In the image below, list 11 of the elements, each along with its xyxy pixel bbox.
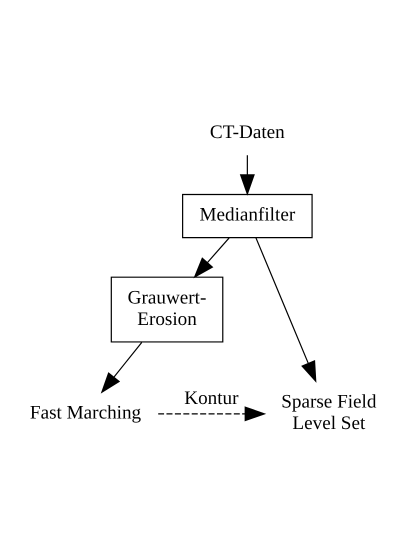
node-box: Grauwert- Erosion [110,276,224,342]
arrow [255,237,316,382]
node-text: Fast Marching [30,402,142,423]
edge-label: Kontur [184,388,239,409]
arrow [100,342,142,394]
node-text: Sparse Field Level Set [281,391,376,434]
arrow [240,154,255,196]
node-text: CT-Daten [210,121,285,142]
arrow [158,406,266,421]
node-box: Medianfilter [182,193,313,238]
arrow [193,237,230,278]
